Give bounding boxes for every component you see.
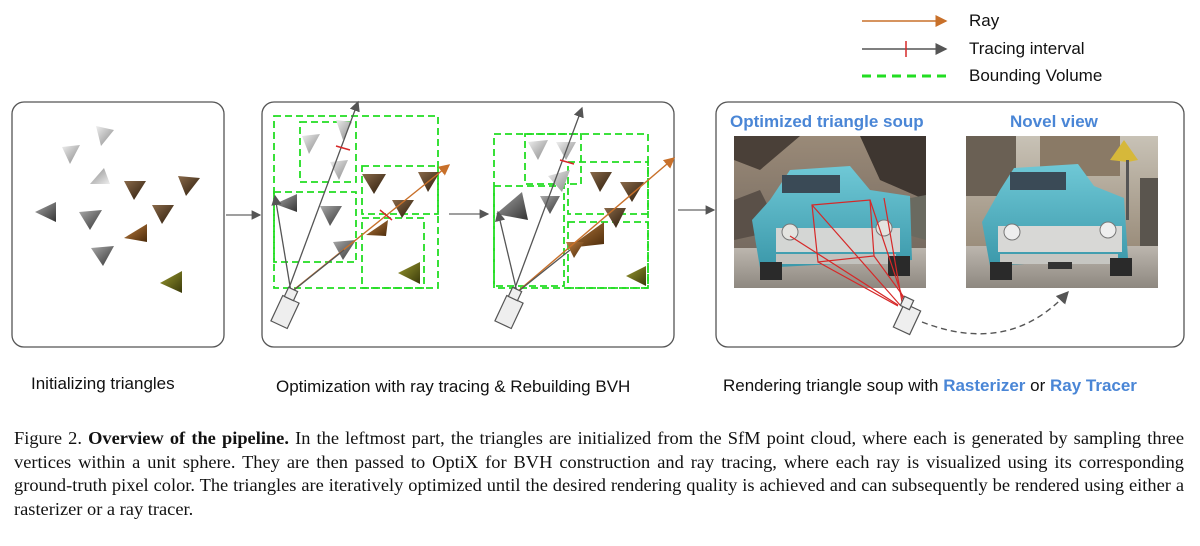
stage-render-rasterizer: Rasterizer <box>943 376 1026 395</box>
caption-label: Figure 2. <box>14 428 82 448</box>
optimized-soup-image <box>734 136 926 307</box>
render-panel <box>715 101 1185 348</box>
bvh-right-rays <box>494 106 676 330</box>
bvh-left-rays <box>270 100 451 330</box>
novel-view-image <box>966 136 1158 288</box>
optimize-panel <box>261 101 675 348</box>
figure-caption: Figure 2. Overview of the pipeline. In t… <box>14 427 1184 521</box>
bvh-right <box>493 133 649 289</box>
init-triangles <box>35 126 200 293</box>
pipeline-figure <box>11 15 1185 348</box>
stage-render: Rendering triangle soup with Rasterizer … <box>723 376 1137 396</box>
legend-bounding-label: Bounding Volume <box>969 66 1103 85</box>
novel-view-curve <box>921 290 1069 335</box>
init-panel <box>11 101 225 348</box>
caption-text: In the leftmost part, the triangles are … <box>14 428 1185 519</box>
soup-title: Optimized triangle soup <box>730 112 924 131</box>
stage-initialize: Initializing triangles <box>31 374 175 393</box>
stage-render-ray-tracer: Ray Tracer <box>1049 376 1137 395</box>
stage-render-prefix: Rendering triangle soup with <box>723 376 944 395</box>
render-camera <box>892 295 922 336</box>
stage-optimize: Optimization with ray tracing & Rebuildi… <box>276 377 631 396</box>
legend <box>862 15 948 78</box>
novel-title: Novel view <box>1010 112 1098 131</box>
caption-title: Overview of the pipeline. <box>88 428 289 448</box>
stage-render-or: or <box>1025 376 1050 395</box>
legend-tracing-label: Tracing interval <box>969 39 1085 58</box>
legend-ray-label: Ray <box>969 11 1000 30</box>
